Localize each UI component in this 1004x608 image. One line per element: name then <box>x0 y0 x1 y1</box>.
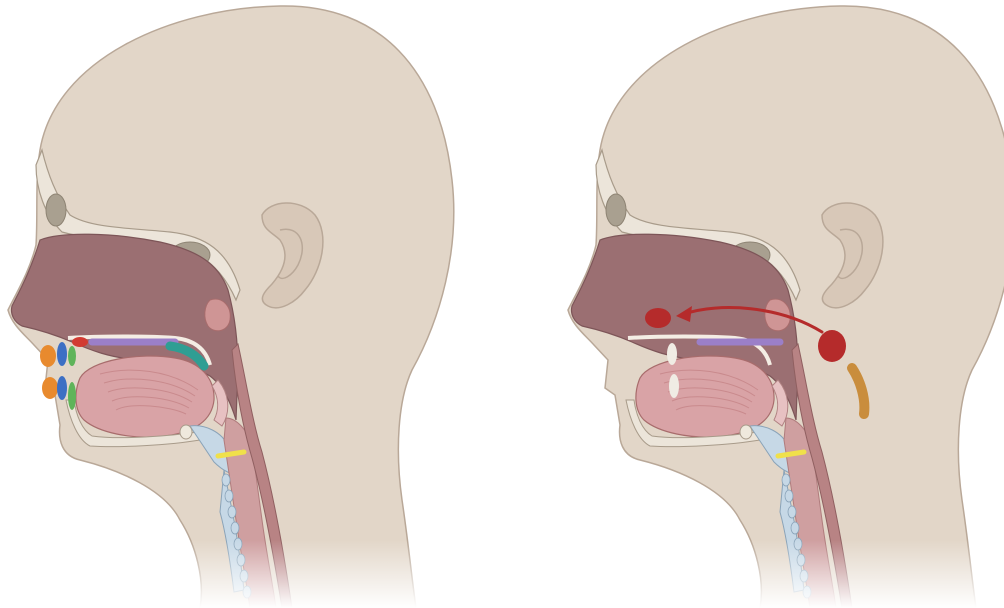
hyoid-bone <box>740 425 752 439</box>
head-panel-left <box>0 0 502 608</box>
upper-lip-highlight <box>40 345 56 367</box>
left <box>0 0 502 608</box>
upper-teeth-highlight <box>57 342 67 366</box>
nasopharynx-highlight <box>818 330 846 362</box>
bottom-fade <box>0 540 502 608</box>
frontal-sinus <box>606 194 626 226</box>
tracheal-ring <box>225 490 233 502</box>
tracheal-ring <box>785 490 793 502</box>
right <box>502 0 1004 608</box>
palate-front-highlight <box>72 337 88 347</box>
tracheal-ring <box>782 474 790 486</box>
head-panel-right <box>502 0 1004 608</box>
nasal-vestibule-highlight <box>645 308 671 328</box>
frontal-sinus <box>46 194 66 226</box>
lower-lip-highlight <box>42 377 58 399</box>
hyoid-bone <box>180 425 192 439</box>
adenoid <box>205 299 230 331</box>
right-head-group <box>560 6 1004 608</box>
tracheal-ring <box>788 506 796 518</box>
lower-teeth <box>669 374 679 398</box>
tracheal-ring <box>222 474 230 486</box>
tracheal-ring <box>228 506 236 518</box>
tongue-tip-highlight <box>68 382 76 410</box>
tracheal-ring <box>231 522 239 534</box>
lower-teeth-highlight <box>57 376 67 400</box>
upper-teeth <box>667 343 677 365</box>
bottom-fade <box>560 540 1004 608</box>
alveolar-ridge-highlight <box>68 346 76 366</box>
tracheal-ring <box>791 522 799 534</box>
